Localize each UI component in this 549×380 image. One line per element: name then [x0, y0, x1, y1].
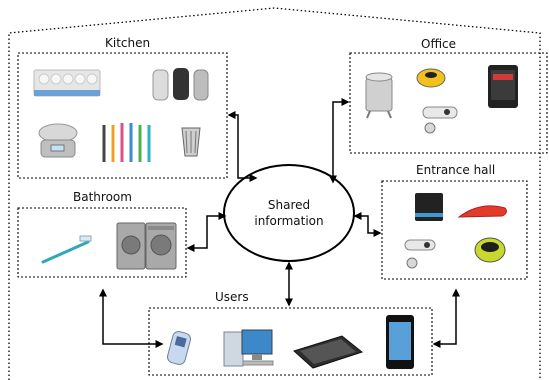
bathroom-label: Bathroom: [73, 190, 132, 204]
cooking-utensils-image: [102, 123, 151, 162]
washing-machine-image: [116, 222, 177, 270]
desktop-computer-image: [223, 329, 274, 367]
mobile-phone-image: [167, 331, 191, 365]
arrow-kitchen-hub: [227, 111, 258, 182]
users-box: [148, 307, 433, 376]
arrow-users-bathroom: [99, 288, 164, 348]
smart-speaker-image: [415, 193, 443, 221]
entrance-box: [381, 180, 528, 280]
arrow-bathroom-hub: [186, 212, 227, 252]
smart-canisters-image: [152, 68, 209, 101]
kitchen-label: Kitchen: [105, 36, 151, 50]
hub-label-line-1: Shared: [267, 198, 311, 212]
smartphone-users-image: [386, 315, 414, 369]
bathroom-box: [17, 207, 187, 278]
hub-label: Shared information: [239, 197, 339, 229]
toothbrush-image: [41, 235, 92, 264]
users-label: Users: [215, 290, 249, 304]
water-heater-image: [365, 72, 393, 119]
office-label: Office: [421, 37, 457, 51]
smart-shoe-image: [457, 205, 507, 218]
office-box: [349, 52, 548, 154]
house-outline: [8, 7, 541, 380]
kitchen-scale-image: [38, 123, 78, 158]
kitchen-box: [17, 52, 228, 179]
security-camera-office-image: [422, 106, 458, 134]
trash-bin-image: [181, 127, 201, 157]
security-camera-entrance-image: [404, 239, 436, 269]
arrow-users-entrance: [432, 288, 460, 348]
arrow-entrance-hub: [353, 212, 382, 237]
entrance-hall-label: Entrance hall: [416, 163, 496, 177]
egg-tray-image: [33, 69, 101, 97]
robot-vacuum-office-image: [416, 68, 446, 88]
hub-label-line-2: information: [254, 214, 324, 228]
arrow-office-hub: [329, 98, 350, 184]
robot-vacuum-entrance-image: [474, 237, 506, 263]
smartphone-office-image: [488, 65, 518, 108]
tablet-image: [293, 335, 364, 369]
